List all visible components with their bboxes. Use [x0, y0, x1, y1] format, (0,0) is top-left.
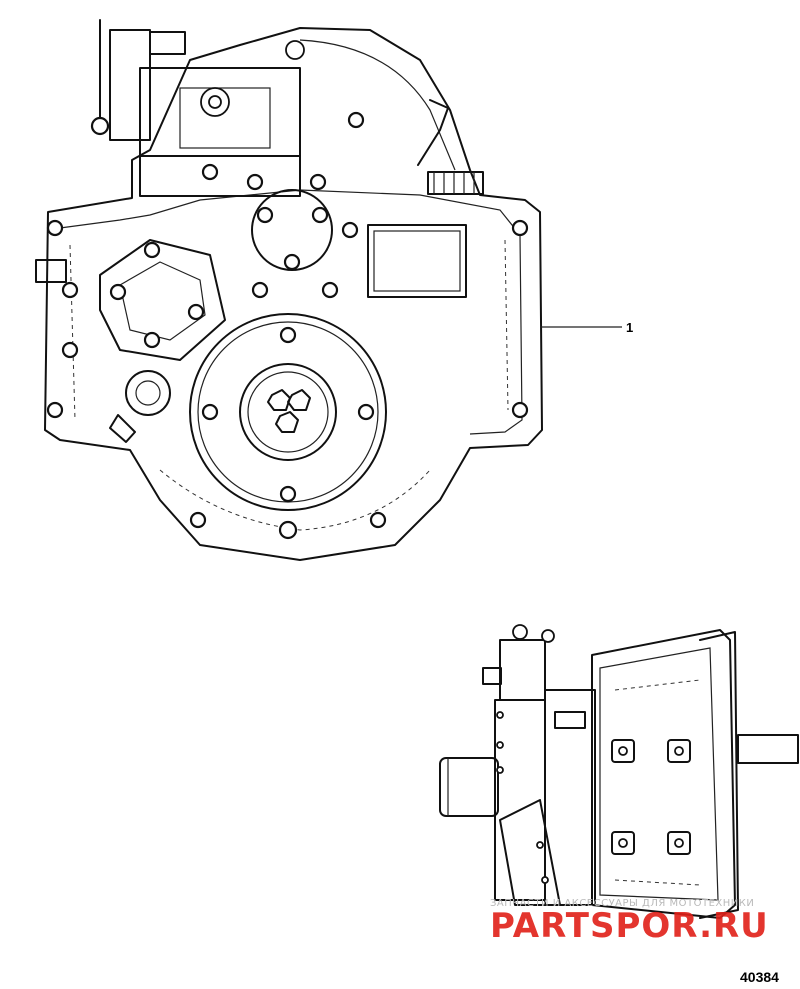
cooler-fitting: [35, 259, 67, 283]
housing-outline: [44, 27, 543, 561]
pump-boss: [125, 370, 171, 416]
lifting-eye: [285, 40, 305, 60]
side-bolts: [611, 739, 691, 855]
side-breather: [554, 711, 586, 729]
watermark: ЗАПЧАСТИ И АКСЕССУАРЫ ДЛЯ МОТОТЕХНИКИ PA…: [490, 898, 769, 946]
housing-rib: [69, 239, 509, 531]
side-valve-tower: [499, 639, 546, 701]
valve-body-face: [179, 87, 271, 149]
front-view: 1: [35, 19, 633, 561]
lever-knob: [90, 116, 110, 136]
side-pump-body: [494, 699, 546, 901]
data-plate: [367, 224, 467, 298]
valve-base: [139, 155, 301, 197]
side-view: [439, 624, 799, 919]
input-flange: [189, 313, 387, 511]
side-pump: [439, 757, 499, 817]
hex-nut-1: [267, 389, 291, 411]
side-mid-housing: [544, 689, 596, 906]
housing-bolts: [46, 111, 529, 540]
pump-plate: [99, 239, 226, 361]
figure-number: 40384: [740, 969, 779, 985]
watermark-tagline: ЗАПЧАСТИ И АКСЕССУАРЫ ДЛЯ МОТОТЕХНИКИ: [490, 898, 754, 909]
callout-number: 1: [626, 320, 633, 335]
housing-inner: [59, 189, 523, 435]
watermark-brand: PARTSPOR.RU: [490, 906, 769, 946]
output-shaft: [737, 734, 799, 764]
shift-lever-bracket: [109, 29, 151, 141]
flange-hub: [239, 363, 337, 461]
hex-nut-3: [275, 411, 299, 433]
hex-nut-2: [287, 389, 311, 411]
breather-line: [417, 99, 449, 166]
drain-fitting: [109, 414, 136, 443]
breather-cap: [427, 171, 484, 195]
side-flange: [699, 631, 739, 919]
top-fitting: [149, 31, 186, 55]
side-bracket: [499, 799, 561, 906]
upper-dome: [299, 39, 456, 171]
